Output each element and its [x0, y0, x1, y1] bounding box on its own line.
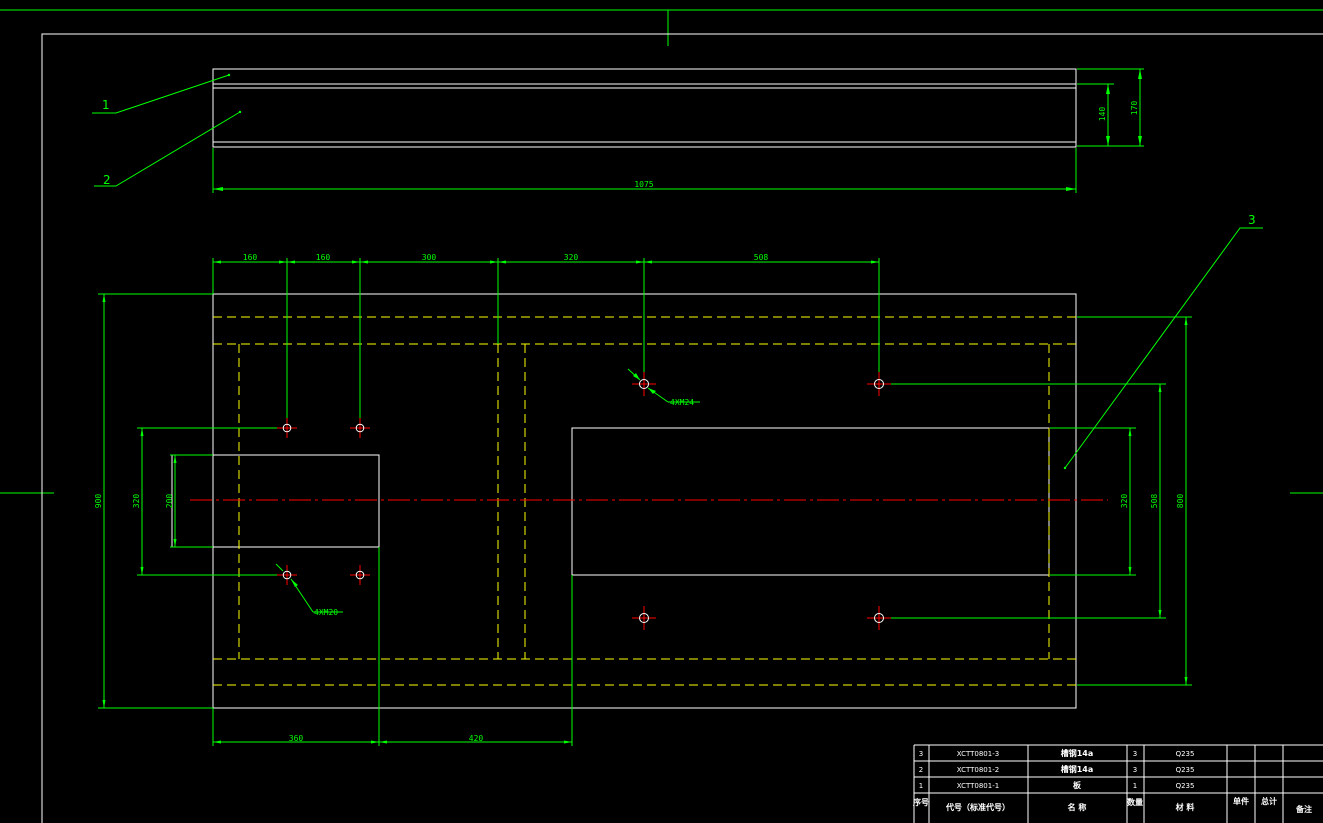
svg-text:Q235: Q235: [1176, 782, 1195, 790]
svg-text:板: 板: [1073, 780, 1082, 790]
svg-text:数量: 数量: [1127, 797, 1143, 807]
hole-m20-4: [350, 565, 370, 585]
svg-text:序号: 序号: [913, 797, 929, 807]
dim-left-320: 320: [132, 494, 141, 509]
leader-2: 2: [94, 110, 242, 187]
svg-text:Q235: Q235: [1176, 750, 1195, 758]
dim-height-outer: 170: [1130, 101, 1139, 116]
svg-text:Q235: Q235: [1176, 766, 1195, 774]
dim-top-4: 320: [564, 253, 579, 262]
leader-1: 1: [92, 73, 231, 114]
dim-bottom-2: 420: [469, 734, 484, 743]
bom-header: 序号 代号（标准代号） 名 称 数量 材 料 单件 总计 备注: [913, 796, 1312, 814]
svg-text:1: 1: [919, 782, 923, 790]
top-view: 1075 140 170: [212, 68, 1144, 193]
dim-right-320: 320: [1120, 494, 1129, 509]
svg-text:单件: 单件: [1233, 796, 1249, 806]
dim-top-5: 508: [754, 253, 769, 262]
svg-text:3: 3: [1133, 750, 1137, 758]
hole-label-m24: 4XM24: [670, 398, 694, 407]
svg-text:名 称: 名 称: [1068, 802, 1087, 812]
hole-m20-1: [277, 418, 297, 438]
svg-text:槽钢14a: 槽钢14a: [1061, 764, 1094, 774]
hole-label-m20: 4XM20: [314, 608, 338, 617]
svg-text:总计: 总计: [1261, 796, 1277, 806]
dim-right-800: 800: [1176, 494, 1185, 509]
svg-text:XCTT0801-3: XCTT0801-3: [957, 750, 999, 758]
svg-text:3: 3: [1133, 766, 1137, 774]
bom-row: 1 XCTT0801-1 板 1 Q235: [919, 780, 1195, 790]
hole-m24-1: [632, 372, 656, 396]
leader-3: 3: [1063, 213, 1263, 470]
svg-text:3: 3: [1248, 213, 1256, 227]
bolt-holes: [277, 372, 891, 630]
dim-bottom-1: 360: [289, 734, 304, 743]
svg-text:XCTT0801-2: XCTT0801-2: [957, 766, 999, 774]
dim-left-200: 200: [165, 494, 174, 509]
svg-text:1: 1: [102, 98, 110, 112]
svg-text:3: 3: [919, 750, 923, 758]
dim-right-508: 508: [1150, 494, 1159, 509]
bom-row: 2 XCTT0801-2 槽钢14a 3 Q235: [919, 764, 1195, 774]
drawing-border: [41, 33, 1323, 823]
svg-text:2: 2: [919, 766, 923, 774]
hole-m24-4: [867, 606, 891, 630]
svg-text:材 料: 材 料: [1176, 802, 1195, 812]
hole-m20-2: [350, 418, 370, 438]
hole-m20-3: [277, 565, 297, 585]
hole-m24-2: [867, 372, 891, 396]
dim-length: 1075: [634, 180, 653, 189]
bom-table: 3 XCTT0801-3 槽钢14a 3 Q235 2 XCTT0801-2 槽…: [913, 744, 1323, 823]
svg-text:备注: 备注: [1295, 804, 1312, 814]
svg-text:1: 1: [1133, 782, 1137, 790]
hole-m24-3: [632, 606, 656, 630]
dim-top-1: 160: [243, 253, 258, 262]
svg-text:槽钢14a: 槽钢14a: [1061, 748, 1094, 758]
dim-top-2: 160: [316, 253, 331, 262]
dim-top-3: 300: [422, 253, 437, 262]
bom-row: 3 XCTT0801-3 槽钢14a 3 Q235: [919, 748, 1195, 758]
main-view: 160 160 300 320 508 360 420: [94, 213, 1263, 746]
dim-left-900: 900: [94, 494, 103, 509]
svg-text:代号（标准代号）: 代号（标准代号）: [945, 802, 1010, 812]
svg-text:XCTT0801-1: XCTT0801-1: [957, 782, 999, 790]
sheet-frame: [0, 9, 1323, 494]
dim-height-inner: 140: [1098, 107, 1107, 122]
svg-text:2: 2: [103, 173, 111, 187]
